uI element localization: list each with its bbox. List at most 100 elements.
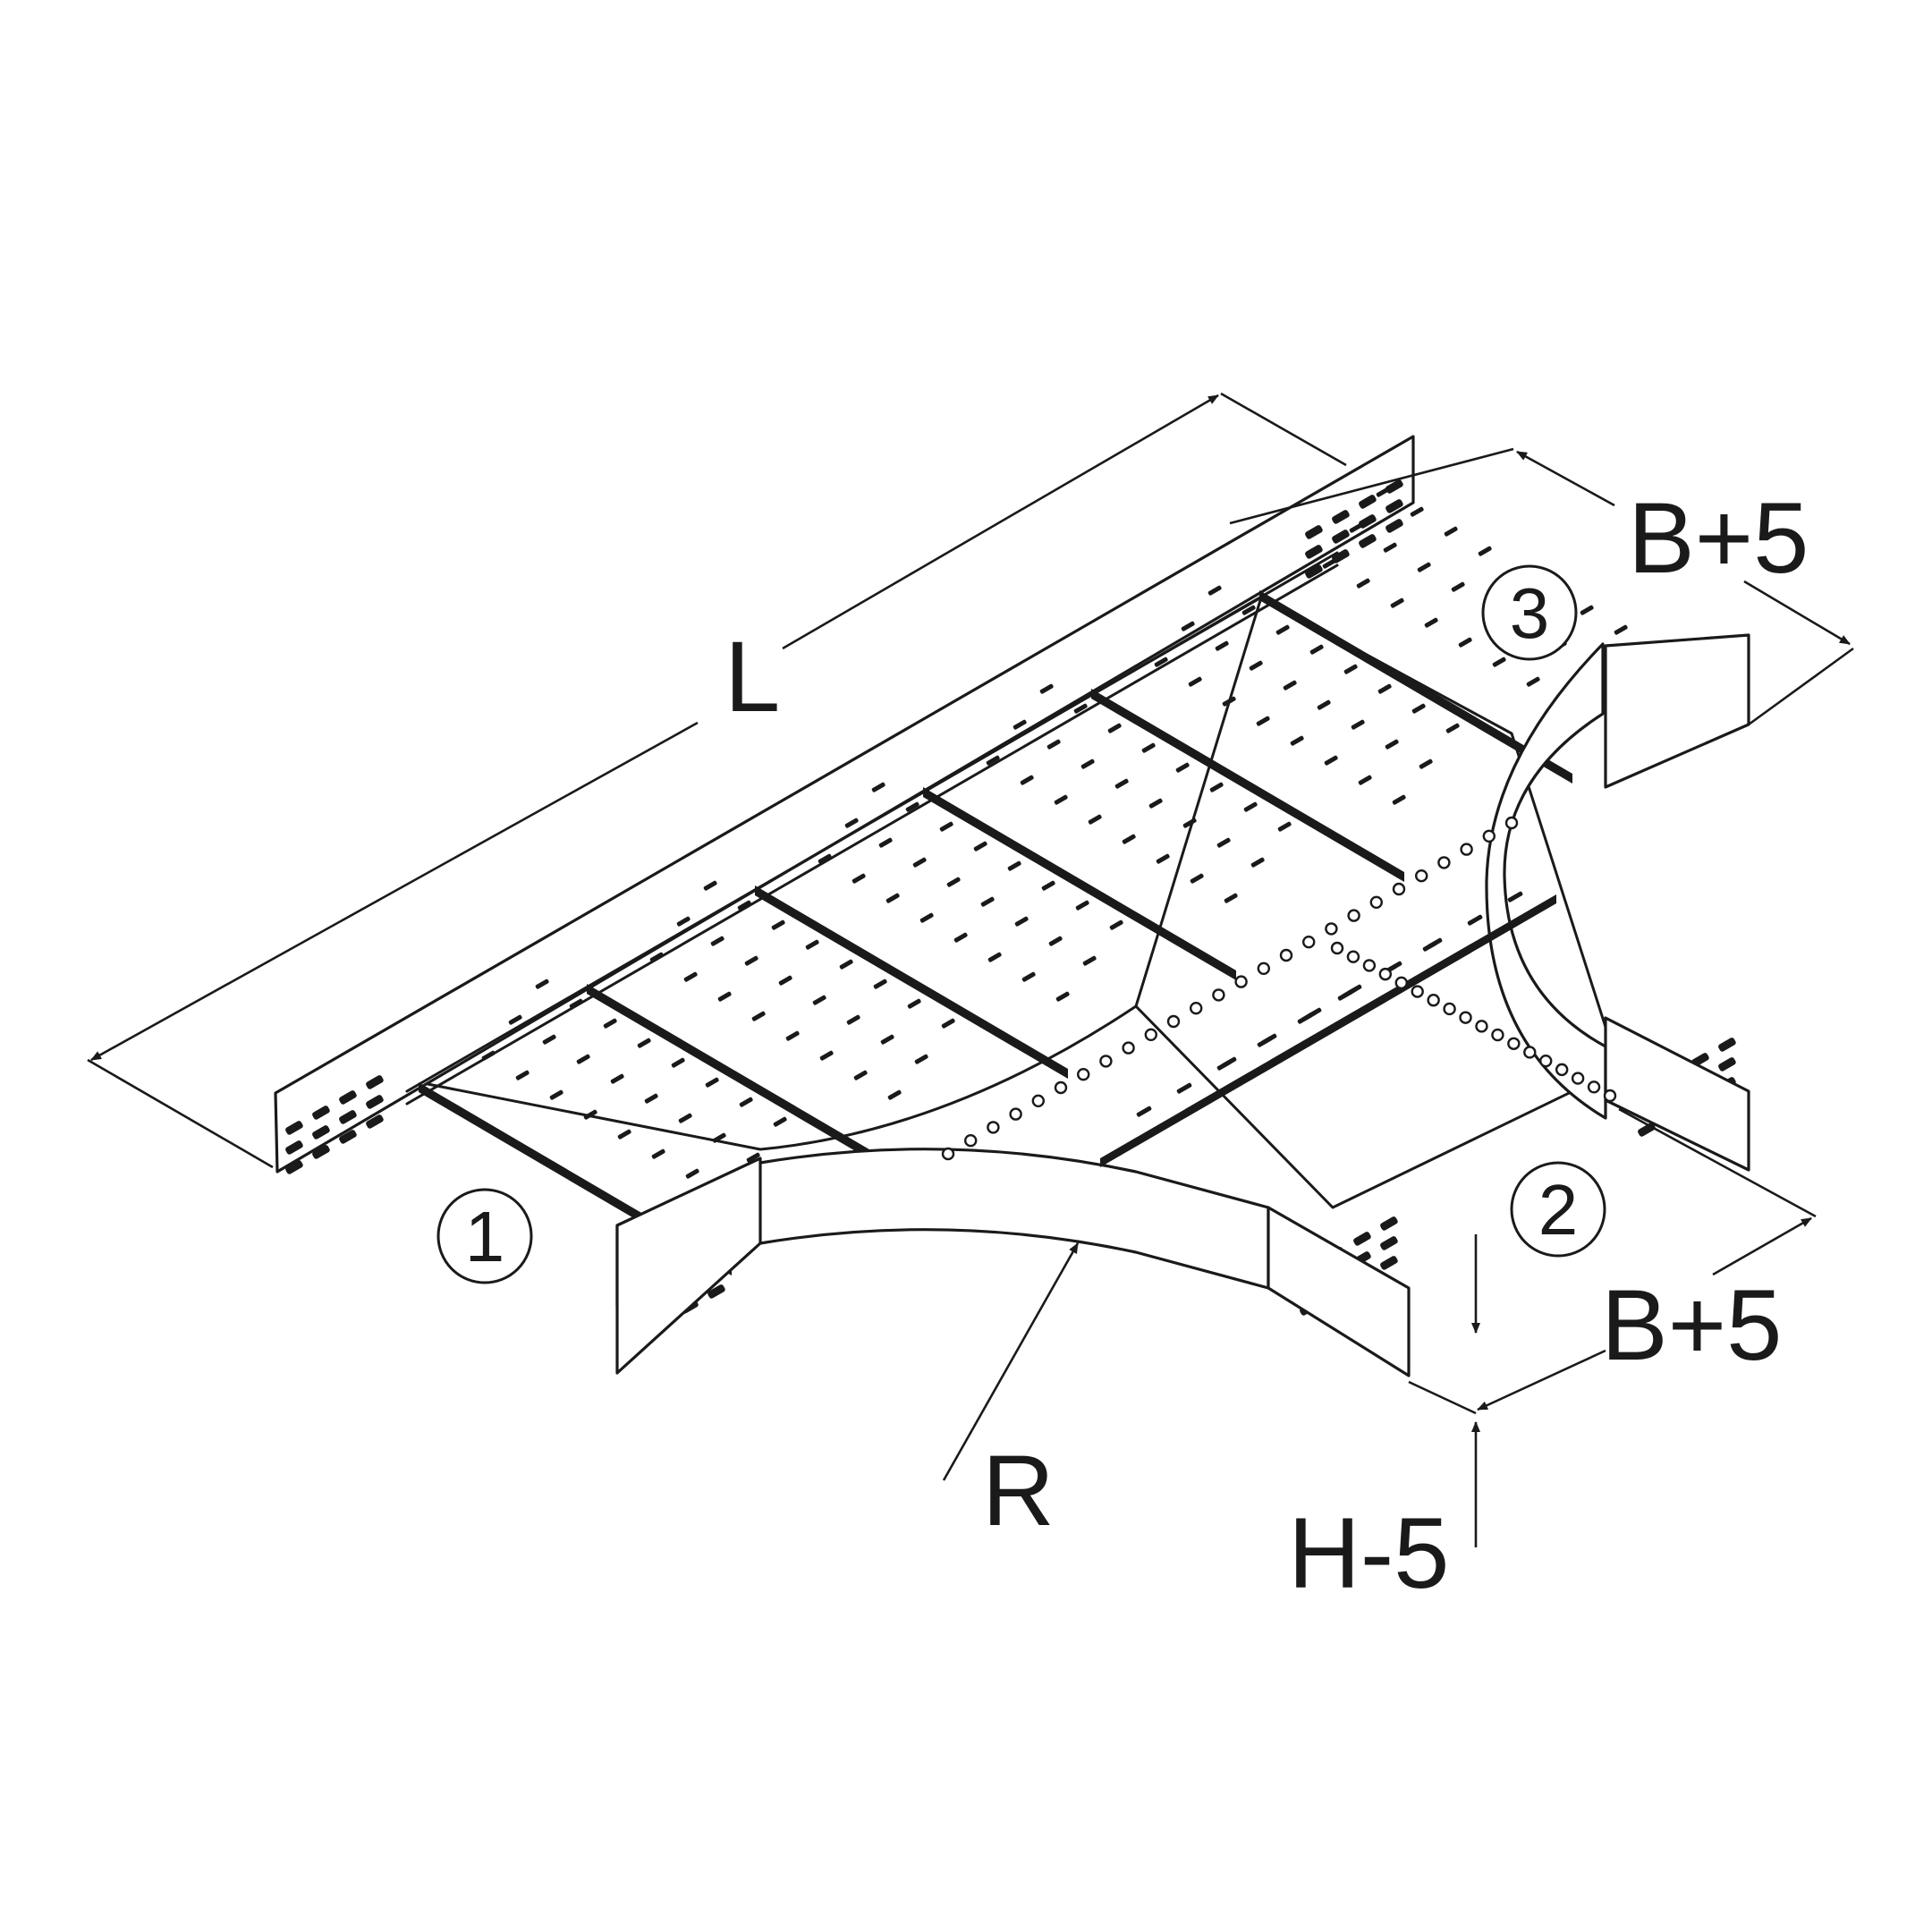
height-label: H-5 [1288, 1497, 1449, 1609]
panel-slot [678, 1113, 692, 1123]
panel-slot [1392, 794, 1406, 805]
panel-slot [1351, 719, 1365, 730]
panel-slot [1181, 621, 1195, 631]
joint-hole [1031, 1094, 1046, 1108]
rail-hole [1380, 1216, 1398, 1231]
joint-hole [1411, 985, 1424, 998]
rail-hole [1332, 530, 1350, 544]
rail-hole [1332, 510, 1350, 524]
panel-slot [1215, 640, 1229, 651]
panel-slot [1175, 762, 1190, 773]
dimension-lines [87, 392, 1854, 1547]
panel-slot [1224, 893, 1238, 903]
branch-slot [1261, 1033, 1277, 1045]
panel-slot [912, 857, 927, 868]
right-curved-side [1485, 633, 1750, 1172]
panel-slot [953, 932, 968, 943]
joint-hole [1475, 1020, 1488, 1033]
panel-slot [1309, 644, 1324, 655]
rung-bar [1259, 590, 1572, 784]
panel-slot [1249, 660, 1263, 671]
joint-hole [1054, 1080, 1068, 1095]
joint-hole [1212, 988, 1225, 1002]
joint-hole [1414, 869, 1428, 883]
rail-hole [312, 1125, 330, 1140]
joint-hole [1443, 1002, 1456, 1016]
rail-hole [366, 1114, 384, 1129]
joint-hole [1555, 1063, 1569, 1077]
panel-slot [603, 1018, 617, 1029]
panel-slot [1324, 755, 1338, 766]
panel-slot [1417, 562, 1431, 572]
joint-hole [1539, 1054, 1553, 1068]
rail-hole [1380, 1256, 1398, 1270]
panel-slot [1444, 526, 1458, 537]
branch-slot [1346, 984, 1362, 996]
panel-slot [710, 936, 724, 946]
panel-slot [1451, 581, 1465, 592]
panel-slot [873, 979, 887, 989]
rail-hole [1332, 549, 1350, 564]
branch-2-marker: 2 [1510, 1161, 1606, 1258]
panel-slot [1020, 775, 1034, 785]
panel-slot [818, 853, 832, 864]
rail-hole [708, 1284, 725, 1299]
panel-slot [846, 1014, 860, 1025]
panel-slot [946, 877, 961, 887]
panel-slot [644, 1093, 658, 1104]
joint-hole [963, 1133, 978, 1148]
rail-hole [285, 1121, 303, 1135]
panel-slot [986, 755, 1000, 766]
panel-slot [941, 1018, 955, 1029]
panel-slot [1055, 991, 1070, 1002]
panel-slot [1343, 664, 1358, 674]
panel-slot [773, 1116, 787, 1127]
panel-slot [919, 912, 934, 923]
branch-slot [1221, 1056, 1237, 1068]
panel-slot [535, 979, 549, 989]
panel-slot [1317, 699, 1331, 710]
panel-slot [676, 916, 691, 927]
rung-bar [755, 886, 1068, 1079]
panel-slot [1114, 778, 1129, 789]
panel-slot [871, 782, 886, 792]
panel-slot [1122, 834, 1136, 844]
rail-hole [1353, 1232, 1371, 1246]
branch-slot [1427, 937, 1443, 949]
joint-hole [1482, 829, 1496, 843]
branch-slot [1136, 1106, 1152, 1117]
panel-slot [1007, 860, 1021, 871]
joint-hole [1369, 895, 1384, 909]
panel-slot [705, 1077, 719, 1088]
panel-slot [939, 821, 953, 832]
branch-slot [1507, 891, 1523, 902]
panel-slot [1277, 821, 1292, 832]
panel-slot [785, 1030, 800, 1041]
panel-slot [886, 893, 900, 903]
joint-hole [1507, 1037, 1521, 1050]
panel-slot [717, 991, 732, 1002]
panel-slot [508, 1014, 522, 1025]
joint-hole [1279, 948, 1293, 962]
rail-hole [366, 1075, 384, 1089]
radius-label: R [982, 1435, 1055, 1546]
joint-hole [1234, 975, 1248, 988]
rail-hole [339, 1090, 357, 1105]
panel-slot [887, 1089, 902, 1100]
panel-slot [1182, 818, 1197, 828]
rail-hole [1359, 514, 1377, 529]
joint-hole [1603, 1089, 1617, 1103]
joint-hole [1392, 882, 1406, 896]
joint-hole [1523, 1046, 1537, 1059]
branch-2-number: 2 [1538, 1170, 1579, 1250]
panel-slot [617, 1129, 631, 1140]
joint-hole [1009, 1107, 1022, 1121]
joint-hole [1347, 909, 1360, 922]
panel-slot [515, 1070, 530, 1080]
joint-hole [1122, 1041, 1135, 1055]
panel-slot [1356, 578, 1370, 589]
joint-hole [1587, 1080, 1601, 1094]
panel-slot [844, 818, 859, 828]
panel-slot [1209, 782, 1224, 792]
panel-slot [987, 952, 1002, 962]
